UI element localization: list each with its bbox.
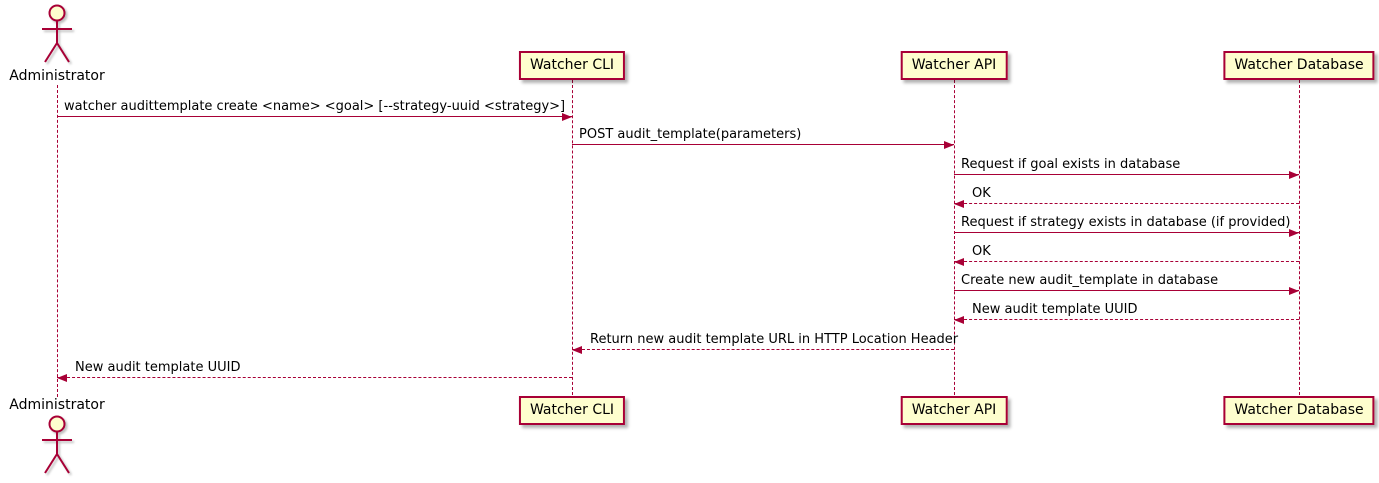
message-label: New audit template UUID [972, 302, 1138, 317]
lifeline-administrator [57, 85, 58, 397]
participant-watcher-cli-top: Watcher CLI [518, 51, 626, 80]
arrowhead-left-icon [572, 346, 582, 354]
participant-watcher-database-bottom: Watcher Database [1223, 396, 1375, 425]
message-line [954, 261, 1299, 262]
lifeline-watcher-database [1299, 80, 1300, 395]
message-ok-strategy: OK [954, 244, 1299, 266]
arrowhead-left-icon [954, 316, 964, 324]
message-label: Request if goal exists in database [961, 157, 1181, 172]
arrowhead-left-icon [954, 200, 964, 208]
arrowhead-left-icon [954, 258, 964, 266]
lifeline-watcher-cli [572, 80, 573, 395]
message-line [572, 349, 954, 350]
message-request-strategy-exists: Request if strategy exists in database (… [954, 215, 1299, 237]
message-return-url-location-header: Return new audit template URL in HTTP Lo… [572, 332, 958, 354]
message-line [57, 116, 572, 117]
message-line [954, 232, 1299, 233]
message-label: Request if strategy exists in database (… [961, 215, 1291, 230]
arrowhead-right-icon [1289, 287, 1299, 295]
message-create-audittemplate: watcher audittemplate create <name> <goa… [57, 99, 572, 121]
participant-watcher-api-bottom: Watcher API [900, 396, 1008, 425]
message-label: New audit template UUID [75, 360, 241, 375]
message-label: Create new audit_template in database [961, 273, 1219, 288]
participant-watcher-database-top: Watcher Database [1223, 51, 1375, 80]
message-line [954, 174, 1299, 175]
message-line [954, 290, 1299, 291]
arrowhead-right-icon [562, 113, 572, 121]
participant-watcher-cli-bottom: Watcher CLI [518, 396, 626, 425]
message-line [572, 144, 954, 145]
lifeline-watcher-api [954, 80, 955, 395]
message-request-goal-exists: Request if goal exists in database [954, 157, 1299, 179]
message-line [954, 203, 1299, 204]
message-label: POST audit_template(parameters) [579, 127, 802, 142]
message-new-audit-template-uuid-cli: New audit template UUID [57, 360, 572, 382]
arrowhead-right-icon [1289, 171, 1299, 179]
message-post-audit-template: POST audit_template(parameters) [572, 127, 954, 149]
message-line [57, 377, 572, 378]
message-ok-goal: OK [954, 186, 1299, 208]
message-create-audit-template-db: Create new audit_template in database [954, 273, 1299, 295]
message-label: Return new audit template URL in HTTP Lo… [590, 332, 959, 347]
actor-icon [42, 415, 72, 474]
message-new-audit-template-uuid-db: New audit template UUID [954, 302, 1299, 324]
actor-icon [42, 4, 72, 63]
actor-label-top: Administrator [9, 68, 105, 84]
message-label: OK [972, 244, 991, 259]
message-label: watcher audittemplate create <name> <goa… [64, 99, 566, 114]
message-line [954, 319, 1299, 320]
message-label: OK [972, 186, 991, 201]
actor-label-bottom: Administrator [9, 397, 105, 413]
arrowhead-right-icon [1289, 229, 1299, 237]
participant-watcher-api-top: Watcher API [900, 51, 1008, 80]
arrowhead-left-icon [57, 374, 67, 382]
arrowhead-right-icon [944, 141, 954, 149]
